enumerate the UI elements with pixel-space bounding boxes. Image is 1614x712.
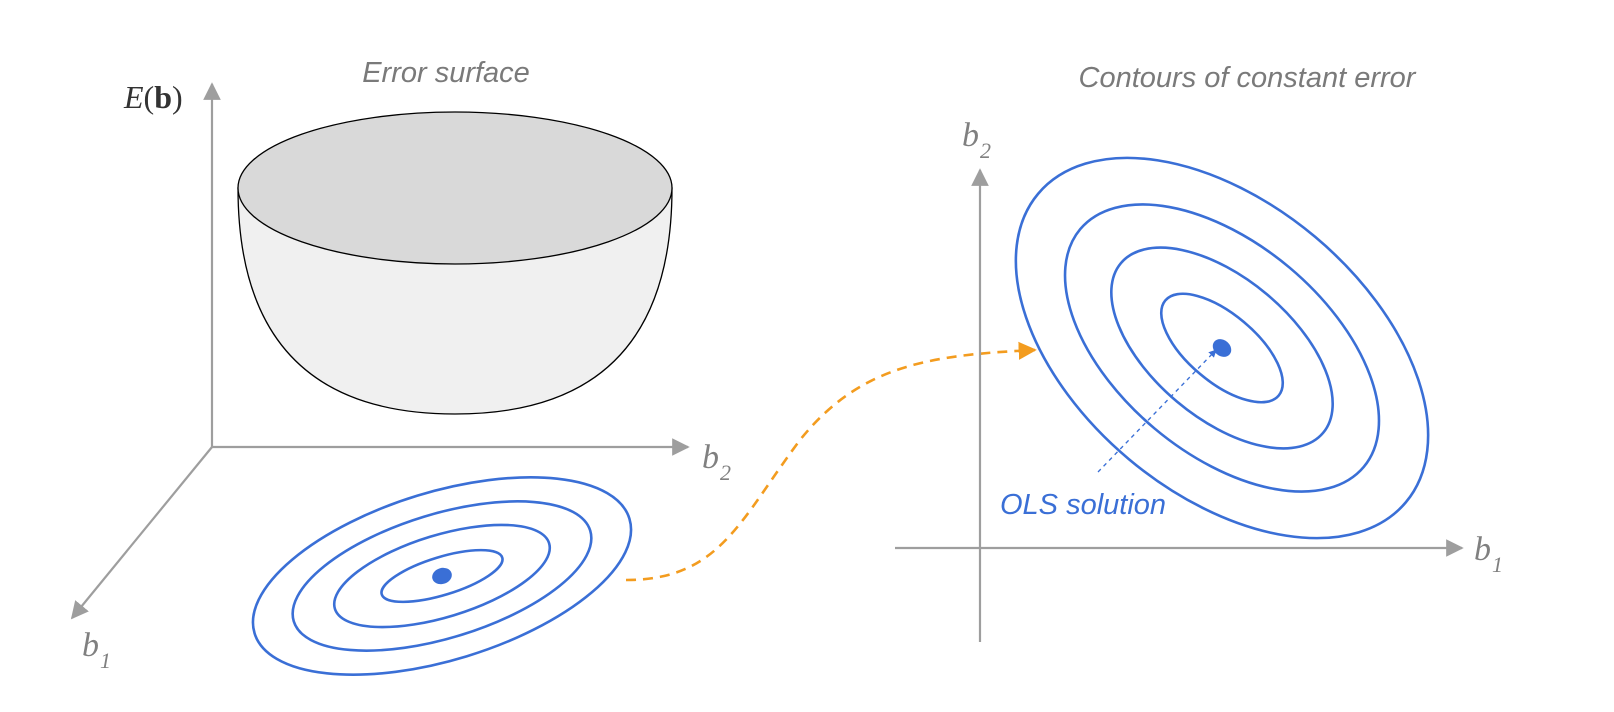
left-panel: Error surface E(b) b2 b1 [70, 57, 731, 676]
contour-ring [251, 476, 633, 676]
ols-minimum-point [1212, 339, 1232, 357]
projected-contours [251, 476, 633, 676]
ols-annotation-arrow [1097, 349, 1217, 473]
error-surface-title: Error surface [362, 57, 530, 89]
contour-ring [1014, 156, 1430, 540]
ols-solution-label: OLS solution [1000, 489, 1166, 521]
b2-axis-label-right: b2 [962, 117, 991, 163]
contours-title: Contours of constant error [1079, 62, 1417, 94]
constant-error-contours [1014, 156, 1430, 540]
b2-axis-label: b2 [702, 439, 731, 485]
contour-ring [1159, 292, 1285, 404]
contour-ring [380, 548, 504, 604]
b1-axis-label: b1 [82, 627, 111, 673]
minimum-point [432, 567, 452, 585]
depth-axis-b1 [70, 446, 213, 620]
projection-connector-arrow [625, 341, 1037, 582]
contour-ring [332, 523, 552, 629]
contour-ring [1063, 203, 1381, 493]
b1-axis-label-right: b1 [1474, 531, 1503, 577]
contour-ring [1110, 246, 1334, 450]
right-panel: Contours of constant error b2 b1 OLS sol… [895, 62, 1503, 642]
error-axis-label: E(b) [123, 79, 183, 115]
bowl-rim [237, 111, 673, 265]
contour-ring [291, 500, 593, 652]
